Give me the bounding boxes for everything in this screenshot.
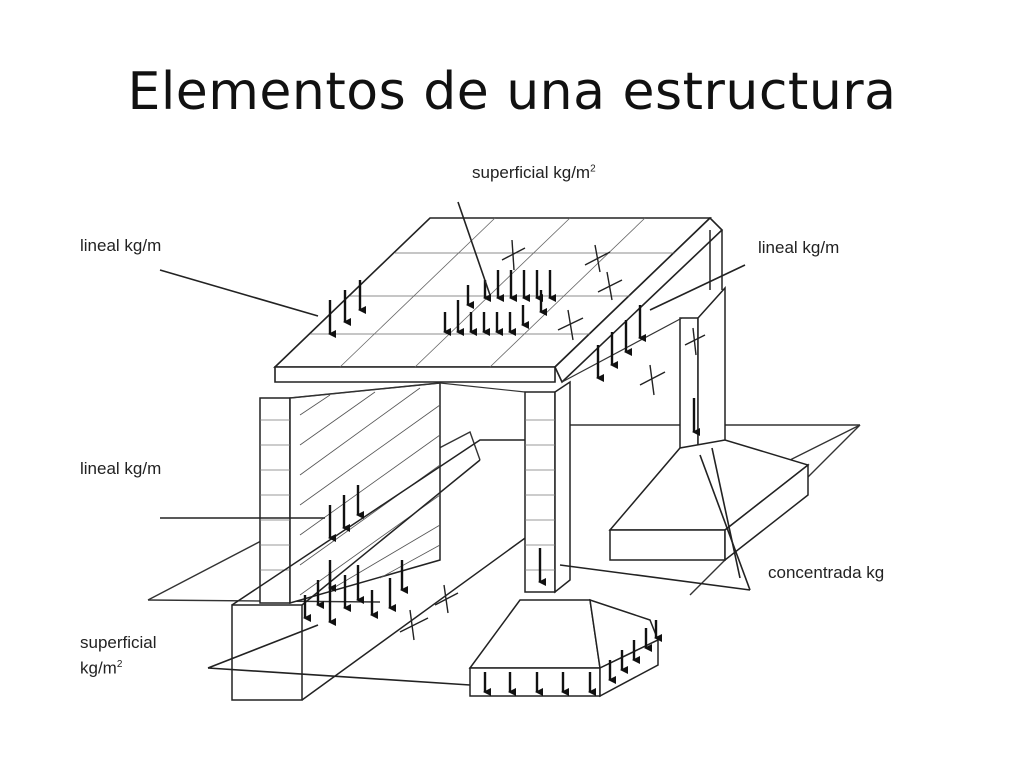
wall — [259, 382, 441, 604]
slide-title: Elementos de una estructura — [127, 62, 897, 122]
cross-marks — [399, 239, 706, 641]
beam-lines — [289, 317, 683, 399]
load-arrows — [303, 270, 700, 696]
label-lineal-top-right: lineal kg/m — [758, 238, 840, 257]
slab — [273, 216, 724, 384]
label-concentrada: concentrada kg — [768, 563, 885, 582]
label-lineal-mid-left: lineal kg/m — [80, 459, 162, 478]
center-footing — [468, 598, 659, 698]
leader-lines — [159, 201, 751, 686]
label-lineal-top-left: lineal kg/m — [80, 236, 162, 255]
column-right — [679, 230, 726, 450]
label-superficial-slab: superficial kg/m2 — [472, 163, 596, 182]
right-footing — [608, 439, 810, 562]
label-superficial-footing: superficial kg/m2 — [80, 633, 157, 678]
column-center — [524, 380, 571, 594]
